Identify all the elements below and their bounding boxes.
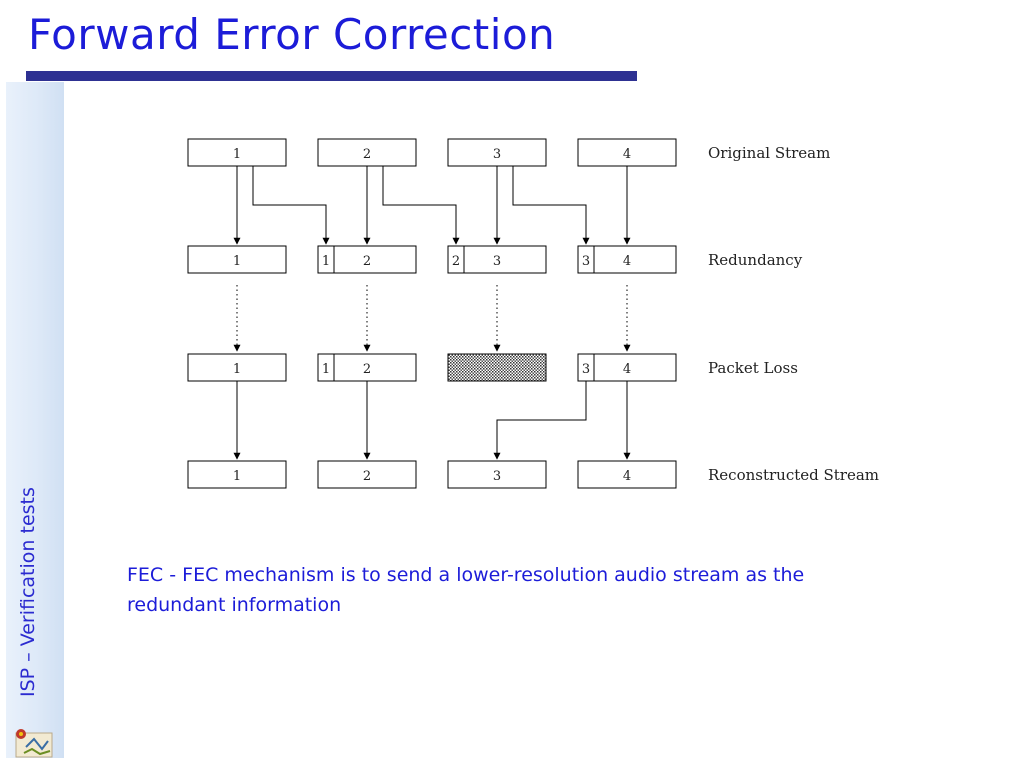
reconstructed-packet-2 — [317, 460, 417, 489]
original-packet-3-label: 3 — [493, 147, 501, 162]
original-packet-2-label: 2 — [363, 147, 371, 162]
original-packet-1-label: 1 — [233, 147, 241, 162]
row-loss: 1 1 2 3 4 Packet Loss — [187, 353, 798, 382]
logo-icon — [14, 727, 54, 759]
loss-packet-4-label: 4 — [623, 362, 631, 377]
row-label-reconstructed: Reconstructed Stream — [708, 466, 879, 484]
caption-text: FEC - FEC mechanism is to send a lower-r… — [127, 564, 805, 616]
redundancy-packet-1 — [187, 245, 287, 274]
reconstructed-packet-3-label: 3 — [493, 469, 501, 484]
row-redundancy: 1 1 2 2 3 3 4 Redundancy — [187, 245, 803, 274]
loss-packet-4-copy-label: 3 — [582, 362, 590, 377]
original-packet-4-label: 4 — [623, 147, 631, 162]
title-divider — [26, 71, 637, 81]
row-label-redundancy: Redundancy — [708, 251, 803, 269]
lost-packet-3 — [447, 353, 547, 382]
redundancy-packet-4-label: 4 — [623, 254, 631, 269]
reconstructed-packet-1-label: 1 — [233, 469, 241, 484]
reconstructed-packet-4-label: 4 — [623, 469, 631, 484]
slide-title: Forward Error Correction — [28, 10, 556, 59]
row-label-original: Original Stream — [708, 144, 830, 162]
redundancy-packet-1-label: 1 — [233, 254, 241, 269]
reconstructed-packet-3 — [447, 460, 547, 489]
reconstructed-packet-2-label: 2 — [363, 469, 371, 484]
connectors — [233, 166, 631, 460]
redundancy-packet-3-label: 3 — [493, 254, 501, 269]
arrow-3-to-4-copy — [512, 166, 590, 245]
original-packet-1 — [187, 138, 287, 167]
loss-packet-1 — [187, 353, 287, 382]
row-reconstructed: 1 2 3 4 Reconstructed Stream — [187, 460, 879, 489]
redundancy-packet-3-copy-label: 2 — [452, 254, 460, 269]
fec-diagram: 1 2 3 4 Original Stream 1 1 2 2 3 3 4 Re… — [180, 128, 900, 500]
redundancy-packet-4-copy-label: 3 — [582, 254, 590, 269]
loss-packet-2-label: 2 — [363, 362, 371, 377]
arrow-2-to-3-copy — [382, 166, 460, 245]
reconstructed-packet-4 — [577, 460, 677, 489]
reconstruct-arrow-3-from-4 — [493, 381, 587, 460]
side-strip — [6, 82, 64, 758]
loss-packet-1-label: 1 — [233, 362, 241, 377]
loss-packet-2-copy-label: 1 — [322, 362, 330, 377]
reconstructed-packet-1 — [187, 460, 287, 489]
redundancy-packet-2-copy-label: 1 — [322, 254, 330, 269]
row-original: 1 2 3 4 Original Stream — [187, 138, 830, 167]
redundancy-packet-2-label: 2 — [363, 254, 371, 269]
row-label-loss: Packet Loss — [708, 359, 798, 377]
side-label: ISP – Verification tests — [17, 487, 39, 697]
arrow-1-to-2-copy — [252, 166, 330, 245]
